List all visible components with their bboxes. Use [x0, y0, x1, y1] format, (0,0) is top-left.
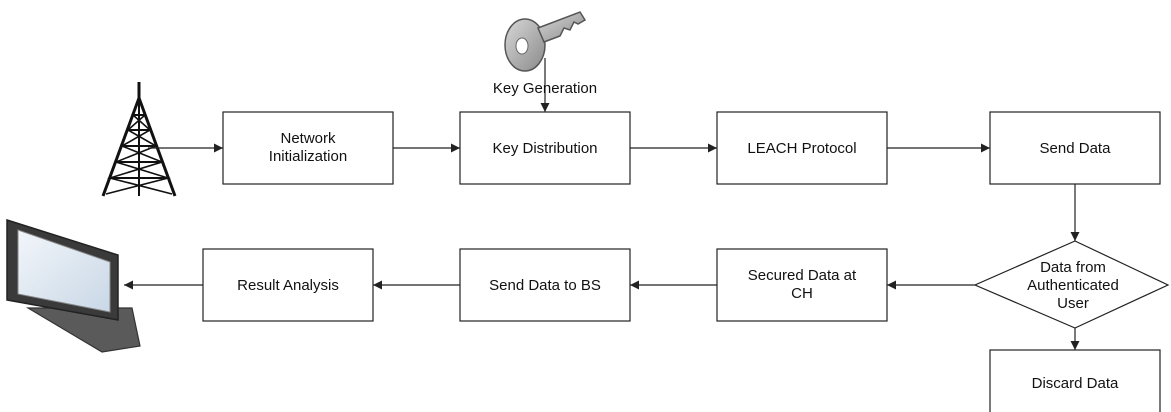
leach-protocol-label: LEACH Protocol — [747, 140, 856, 157]
secured-data-label-line2: CH — [791, 285, 813, 302]
monitor-icon — [6, 218, 141, 353]
result-analysis-box — [202, 248, 374, 322]
key-icon — [504, 11, 587, 72]
discard-data-label: Discard Data — [1032, 375, 1119, 392]
send-data-to-bs-label: Send Data to BS — [489, 277, 601, 294]
decision-label-line3: User — [1057, 295, 1089, 312]
key-generation-label: Key Generation — [493, 80, 597, 97]
send-data-label: Send Data — [1040, 140, 1112, 157]
secured-data-label-line1: Secured Data at — [748, 267, 857, 284]
send-data-box — [989, 111, 1161, 185]
key-distribution-label: Key Distribution — [492, 140, 597, 157]
decision-label-line1: Data from — [1040, 259, 1106, 276]
secured-data-box — [716, 248, 888, 322]
discard-data-box — [989, 349, 1161, 412]
result-analysis-label: Result Analysis — [237, 277, 339, 294]
network-initialization-label-line2: Initialization — [269, 148, 347, 165]
network-initialization-label: Network — [280, 130, 336, 147]
tower-icon — [101, 82, 177, 197]
send-data-to-bs-box — [459, 248, 631, 322]
decision-label-line2: Authenticated — [1027, 277, 1119, 294]
